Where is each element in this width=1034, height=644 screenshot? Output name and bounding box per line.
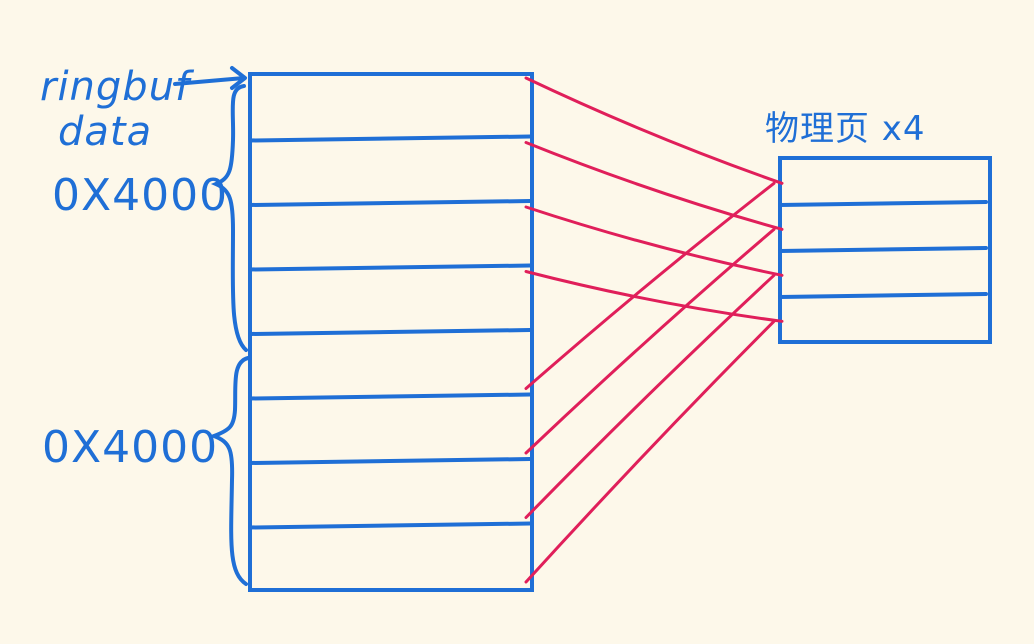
mapping-line bbox=[524, 141, 784, 231]
first-half-size-label: 0X4000 bbox=[52, 170, 228, 221]
virtual-ringbuf-region bbox=[248, 72, 534, 592]
mapping-line bbox=[524, 319, 776, 584]
physical-pages-label: 物理页 x4 bbox=[765, 109, 926, 149]
physical-page-divider bbox=[778, 292, 988, 299]
data-label: data bbox=[58, 109, 152, 155]
ringbuf-label: ringbuf bbox=[40, 64, 195, 110]
mapping-line bbox=[524, 76, 784, 185]
second-half-size-label: 0X4000 bbox=[42, 422, 218, 473]
second-half-brace bbox=[208, 356, 250, 586]
virtual-page-divider bbox=[248, 521, 532, 530]
first-half-brace bbox=[210, 84, 248, 352]
virtual-page-divider bbox=[248, 392, 532, 401]
virtual-page-divider bbox=[248, 457, 532, 465]
physical-page-divider bbox=[778, 246, 988, 253]
virtual-page-divider bbox=[248, 134, 532, 143]
virtual-page-divider bbox=[248, 199, 532, 207]
mapping-line bbox=[524, 205, 784, 277]
physical-pages-block bbox=[778, 156, 992, 344]
mapping-line bbox=[524, 273, 776, 519]
mapping-line bbox=[524, 227, 776, 455]
data-pointer-arrow bbox=[173, 66, 247, 90]
page-mapping-lines bbox=[524, 76, 784, 584]
virtual-page-divider bbox=[248, 263, 532, 272]
mapping-line bbox=[524, 181, 776, 390]
mapping-line bbox=[524, 270, 784, 323]
virtual-page-divider bbox=[248, 328, 532, 336]
physical-page-divider bbox=[778, 200, 988, 207]
